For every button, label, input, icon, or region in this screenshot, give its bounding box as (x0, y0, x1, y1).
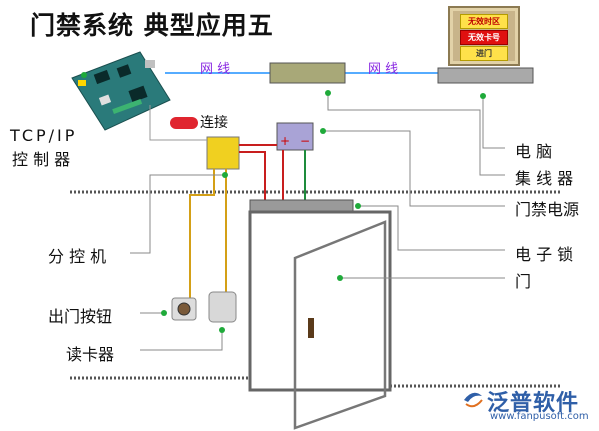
elock-label: 电 子 锁 (515, 245, 574, 264)
power-supply-box (276, 122, 314, 151)
fanpu-logo-icon (464, 392, 483, 408)
door-frame (248, 210, 392, 392)
redacted-blot-icon (170, 117, 198, 129)
page-title: 门禁系统 典型应用五 (30, 11, 274, 40)
door-label: 门 (515, 272, 532, 291)
network-cable-label-2: 网 线 (368, 62, 399, 77)
tcpip-label: TCP/IP (10, 126, 78, 145)
card-reader-device (208, 291, 237, 323)
exit-button-wire (189, 169, 215, 300)
exit-button-label: 出门按钮 (48, 307, 113, 326)
computer-label: 电 脑 (515, 142, 553, 161)
computer-monitor: 无效时区 无效卡号 进门 (448, 6, 520, 66)
plus-mark: + (280, 134, 291, 148)
network-cable-label-1: 网 线 (200, 62, 231, 77)
monitor-item-invalid-card: 无效卡号 (460, 30, 508, 45)
tcpip-controller-board (71, 51, 171, 131)
door-leaf (293, 220, 387, 430)
sub-controller-label: 分 控 机 (48, 247, 107, 266)
minus-mark: − (300, 134, 311, 148)
power-red-wire-2 (239, 151, 266, 200)
power-label: 门禁电源 (515, 200, 580, 219)
door-handle (308, 318, 314, 338)
logo-url: www.fanpusoft.com (490, 411, 589, 422)
leader-dots (81, 72, 486, 333)
controller-link-line (149, 105, 207, 141)
logo-name: 泛普软件 (487, 391, 580, 416)
monitor-item-enter: 进门 (460, 46, 508, 61)
sub-controller-box (206, 136, 240, 170)
controller-label: 控 制 器 (12, 150, 71, 169)
electronic-lock (249, 199, 354, 213)
network-connect-label: 连接 (170, 112, 228, 132)
monitor-item-invalid-timezone: 无效时区 (460, 14, 508, 29)
leader-lines (130, 94, 505, 351)
hub-device (269, 62, 346, 84)
computer-base (437, 67, 534, 84)
hub-label: 集 线 器 (515, 169, 574, 188)
card-reader-label: 读卡器 (66, 345, 115, 364)
